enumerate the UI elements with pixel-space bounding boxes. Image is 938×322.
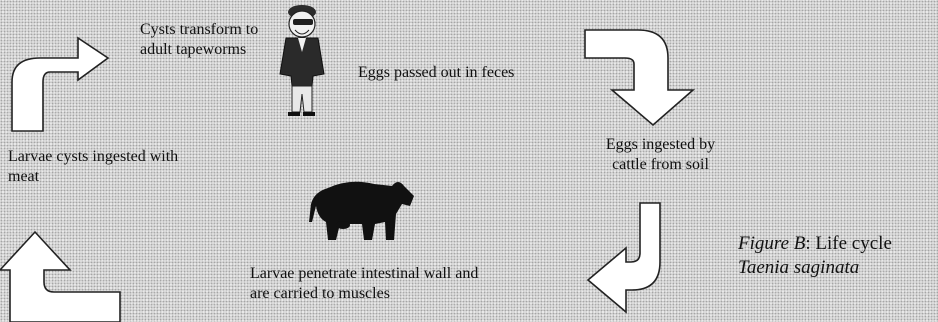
cycle-arrow-bottom-left <box>0 232 120 322</box>
figure-label: Figure B <box>738 233 805 254</box>
figure-caption-line-1: Figure B: Life cycle <box>738 232 938 256</box>
cow-icon <box>309 182 414 240</box>
step-label-eggs-ingested: Eggs ingested by cattle from soil <box>588 135 733 175</box>
step-label-cysts-transform: Cysts transform to adult tapeworms <box>140 20 260 60</box>
step-label-larvae-cysts: Larvae cysts ingested with meat <box>8 147 203 187</box>
cycle-arrow-bottom-right <box>588 203 660 312</box>
figure-caption-line-2: Taenia saginata <box>738 256 938 280</box>
figure-caption-rest: : Life cycle <box>805 233 892 254</box>
cycle-arrow-top-right <box>585 30 693 125</box>
cycle-arrow-top-left <box>12 38 108 131</box>
species-name: Taenia saginata <box>738 257 859 278</box>
human-figure-icon <box>280 5 324 116</box>
figure-caption: Figure B: Life cycle Taenia saginata <box>738 232 938 280</box>
step-label-eggs-passed: Eggs passed out in feces <box>358 63 578 83</box>
step-label-larvae-penetrate: Larvae penetrate intestinal wall and are… <box>250 264 480 304</box>
